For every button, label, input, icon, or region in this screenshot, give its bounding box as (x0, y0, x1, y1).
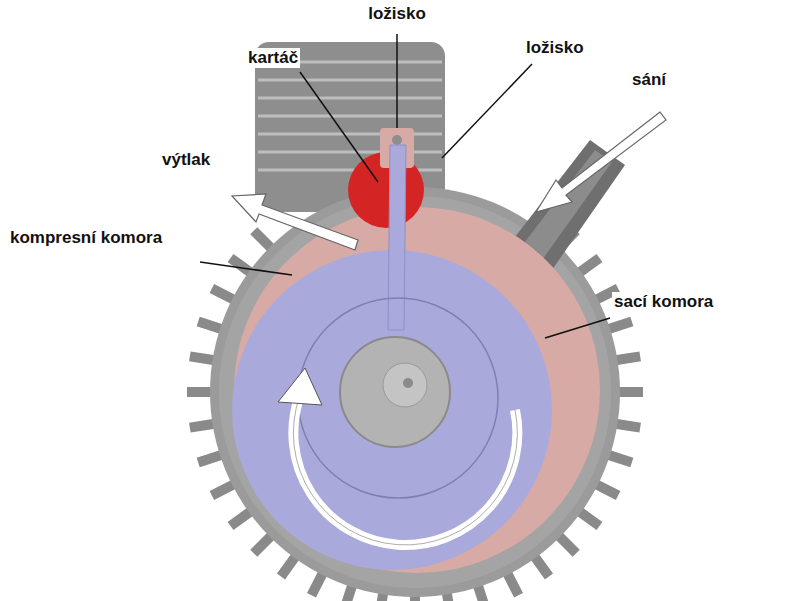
head-fin-gap (258, 79, 442, 82)
part-label: sací komora (612, 292, 715, 312)
part-label: sání (630, 70, 668, 90)
inlet-arrow (536, 112, 666, 212)
part-label: ložisko (366, 4, 428, 24)
outlet-arrow (232, 194, 358, 250)
rotor (232, 250, 552, 570)
part-label: ložisko (524, 38, 586, 58)
part-label: výtlak (160, 150, 212, 170)
head-fins (258, 62, 442, 170)
head-fin-gap (258, 151, 442, 154)
rotation-arrow (293, 395, 517, 545)
part-label: kartáč (246, 48, 300, 68)
shaft (340, 337, 450, 447)
rotor-ring (298, 298, 498, 498)
leader-lines (200, 34, 610, 338)
head-fin-gap (258, 133, 442, 136)
vane (388, 145, 406, 330)
part-label: kompresní komora (8, 228, 164, 248)
head-fin-gap (258, 115, 442, 118)
head-fin-gap (258, 97, 442, 100)
